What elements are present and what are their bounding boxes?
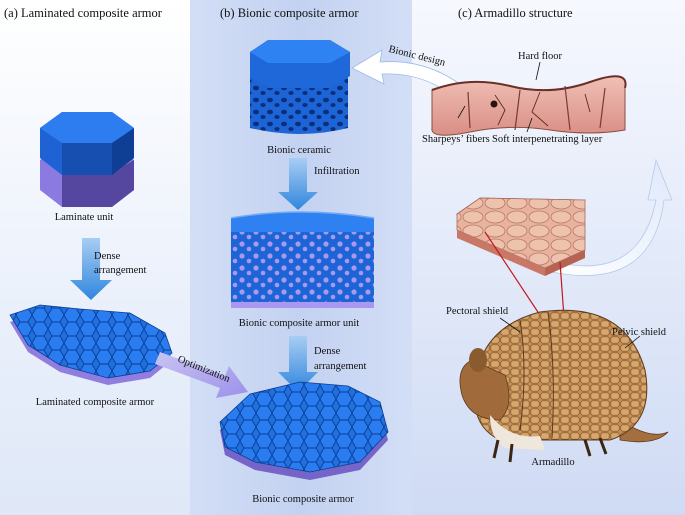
soft-layer-label: Soft interpenetrating layer [492,134,603,145]
bionic-ceramic-icon [250,40,350,134]
dense-arrangement-arrow-b [278,336,318,392]
laminated-armor-plate-icon [9,304,173,385]
skin-scale-block-icon [455,197,586,276]
bionic-ceramic-label: Bionic ceramic [267,145,331,156]
panel-b-title: (b) Bionic composite armor [220,6,359,20]
pelvic-shield-label: Pelvic shield [612,327,666,338]
bionic-armor-plate-icon [219,381,389,480]
bionic-armor-label: Bionic composite armor [252,494,354,505]
bionic-unit-label: Bionic composite armor unit [238,318,360,329]
bionic-armor-unit-icon [230,211,375,308]
infiltration-label: Infiltration [314,166,360,177]
dense-arrangement-label-a-2: arrangement [94,265,147,276]
leader-lines-c [457,61,541,133]
laminate-unit-icon [40,112,134,207]
hard-floor-label: Hard floor [518,51,563,62]
infiltration-arrow [278,158,318,210]
optimization-arrow [155,352,248,398]
laminate-unit-label: Laminate unit [54,212,114,223]
armadillo-label: Armadillo [531,457,575,468]
pectoral-shield-label: Pectoral shield [446,306,509,317]
return-arrow [551,158,673,276]
armadillo-cross-section-icon [431,75,627,136]
dense-arrangement-arrow-a [70,238,112,300]
dense-arrangement-label-b-1: Dense [314,346,341,357]
laminated-armor-label: Laminated composite armor [35,397,155,408]
sharpeys-fibers-label: Sharpeys’ fibers [422,134,490,145]
dense-arrangement-label-b-2: arrangement [314,361,367,372]
pointer-lines-armadillo [499,317,641,349]
panel-c-title: (c) Armadillo structure [458,6,573,20]
dense-arrangement-label-a-1: Dense [94,251,121,262]
armadillo-icon [459,309,669,463]
panel-a-title: (a) Laminated composite armor [4,6,162,20]
